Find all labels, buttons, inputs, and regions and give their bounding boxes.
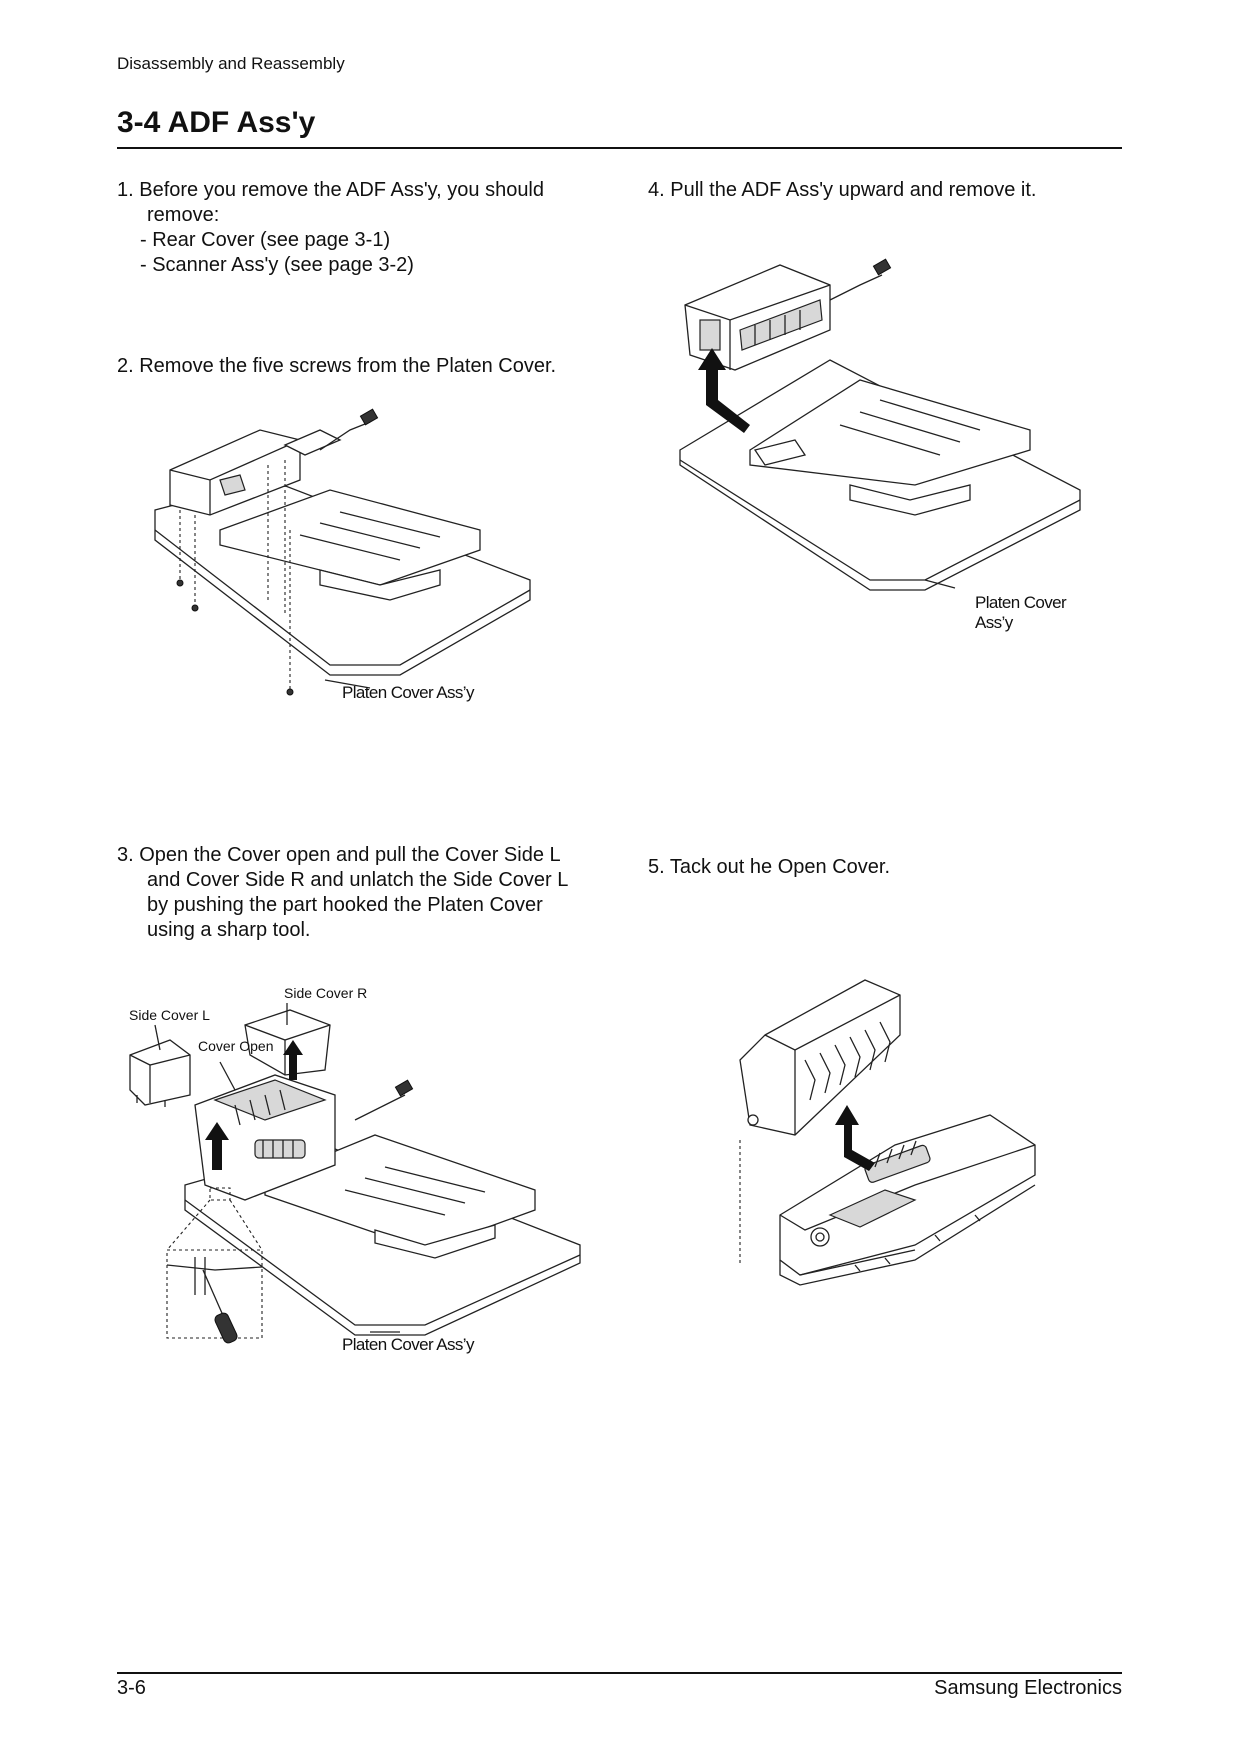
step-5: 5. Tack out he Open Cover.	[648, 856, 891, 878]
step-1-line-1: 1. Before you remove the ADF Ass'y, you …	[117, 179, 545, 201]
footer-company: Samsung Electronics	[934, 1677, 1122, 1699]
step-1: 1. Before you remove the ADF Ass'y, you …	[117, 178, 544, 278]
figure-pull-adf: Platen Cover Ass’y	[670, 258, 1100, 632]
step-3-line-4: using a sharp tool.	[147, 919, 311, 941]
figure-side-covers-drawing	[129, 1003, 581, 1344]
figure-side-covers-caption: Platen Cover Ass’y	[342, 1335, 474, 1354]
step-1-line-4: - Scanner Ass'y (see page 3-2)	[140, 254, 414, 276]
step-1-line-2: remove:	[147, 204, 220, 226]
step-1-line-3: - Rear Cover (see page 3-1)	[140, 229, 391, 251]
step-3-line-2: and Cover Side R and unlatch the Side Co…	[147, 869, 569, 891]
running-header: Disassembly and Reassembly	[117, 54, 345, 73]
figure-pull-adf-caption: Platen Cover Ass’y	[975, 593, 1067, 632]
figure-pull-adf-drawing	[679, 258, 1081, 591]
figure-remove-screws-drawing	[154, 408, 531, 696]
title-rule	[117, 147, 1122, 149]
step-3-line-3: by pushing the part hooked the Platen Co…	[147, 894, 543, 916]
figure-open-cover	[735, 975, 1045, 1335]
page-number: 3-6	[117, 1677, 146, 1699]
figure-remove-screws-caption: Platen Cover Ass’y	[342, 683, 474, 702]
step-3-line-1: 3. Open the Cover open and pull the Cove…	[117, 844, 561, 866]
figure-open-cover-drawing	[739, 979, 1036, 1286]
figure-remove-screws: Platen Cover Ass’y	[150, 408, 540, 710]
label-side-cover-l: Side Cover L	[129, 1007, 210, 1023]
section-title: 3-4 ADF Ass'y	[117, 106, 316, 139]
step-3: 3. Open the Cover open and pull the Cove…	[117, 843, 568, 943]
label-cover-open: Cover Open	[198, 1038, 274, 1054]
footer-rule	[117, 1672, 1122, 1674]
step-2: 2. Remove the five screws from the Plate…	[117, 355, 557, 377]
step-4: 4. Pull the ADF Ass'y upward and remove …	[648, 179, 1037, 201]
figure-side-covers: Side Cover L Side Cover R Cover Open Pla…	[125, 985, 585, 1355]
label-side-cover-r: Side Cover R	[284, 985, 368, 1001]
